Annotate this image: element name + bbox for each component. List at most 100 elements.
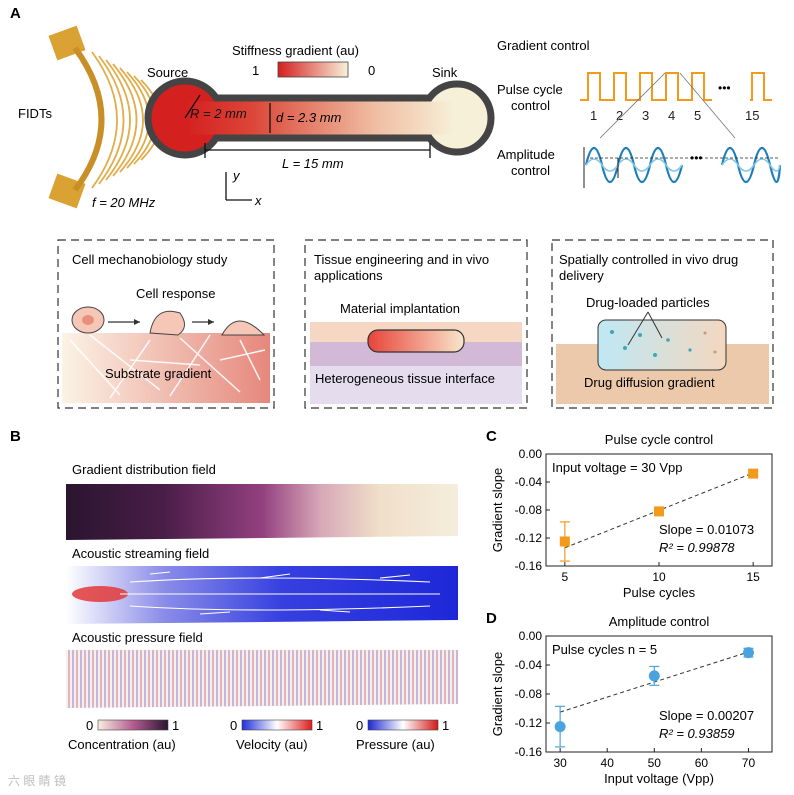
x-axis-label: Input voltage (Vpp) xyxy=(604,771,714,786)
box3-title-1: Spatially controlled in vivo drug xyxy=(559,252,738,267)
axis-y-label: y xyxy=(232,168,241,183)
streaming-field-map xyxy=(66,566,458,624)
y-tick-label: -0.08 xyxy=(515,503,543,517)
radius-label: R = 2 mm xyxy=(190,106,247,121)
panel-label-c: C xyxy=(486,428,497,445)
fidts-label: FIDTs xyxy=(18,106,52,121)
data-point xyxy=(742,647,754,659)
pulse-cycle-label-2: control xyxy=(511,98,550,113)
pulse-numbers: 1 2 3 4 5 15 xyxy=(590,108,759,123)
box1-substrate-gradient: Substrate gradient xyxy=(105,366,212,381)
gradient-field-title: Gradient distribution field xyxy=(72,462,216,477)
fidt-transducer xyxy=(48,25,162,209)
panel-label-a: A xyxy=(10,5,21,22)
x-tick-label: 40 xyxy=(601,756,615,770)
svg-text:Pressure (au): Pressure (au) xyxy=(356,737,435,752)
data-point xyxy=(748,468,759,479)
colorbar-velocity: 0 1 Velocity (au) xyxy=(230,718,323,752)
gradient-control-title: Gradient control xyxy=(497,38,590,53)
annotation-r2: R² = 0.99878 xyxy=(659,540,735,555)
svg-text:4: 4 xyxy=(668,108,675,123)
y-tick-label: -0.16 xyxy=(515,559,543,573)
svg-text:1: 1 xyxy=(172,718,179,733)
gradient-field-map xyxy=(66,484,458,540)
annotation-condition: Pulse cycles n = 5 xyxy=(552,642,657,657)
svg-text:1: 1 xyxy=(442,718,449,733)
pressure-field-map xyxy=(66,650,458,708)
box3-drug-particles: Drug-loaded particles xyxy=(586,295,710,310)
svg-text:15: 15 xyxy=(745,108,759,123)
length-label: L = 15 mm xyxy=(282,156,344,171)
axes-glyph xyxy=(225,172,252,201)
svg-text:0: 0 xyxy=(230,718,237,733)
box2-tissue-interface: Heterogeneous tissue interface xyxy=(315,371,495,386)
x-tick-label: 50 xyxy=(648,756,662,770)
annotation-slope: Slope = 0.00207 xyxy=(659,708,754,723)
amplitude-label-2: control xyxy=(511,163,550,178)
box1-cell-response: Cell response xyxy=(136,286,216,301)
radius-arrow xyxy=(184,94,201,119)
box2-material-implantation: Material implantation xyxy=(340,301,460,316)
x-tick-label: 60 xyxy=(695,756,709,770)
panel-label-b: B xyxy=(10,428,21,445)
y-tick-label: 0.00 xyxy=(519,629,543,643)
y-axis-label: Gradient slope xyxy=(490,468,505,553)
sink-label: Sink xyxy=(432,65,458,80)
panel-label-d: D xyxy=(486,610,497,627)
stiffness-title: Stiffness gradient (au) xyxy=(232,43,359,58)
pulse-cycle-label-1: Pulse cycle xyxy=(497,82,563,97)
pulse-train xyxy=(580,72,772,101)
chart-amplitude: Amplitude control0.00-0.04-0.08-0.12-0.1… xyxy=(490,614,773,786)
svg-text:0: 0 xyxy=(356,718,363,733)
y-tick-label: -0.08 xyxy=(515,687,543,701)
application-box-cell xyxy=(57,239,275,409)
microchannel xyxy=(144,77,495,159)
box3-diffusion-gradient: Drug diffusion gradient xyxy=(584,375,715,390)
y-tick-label: -0.12 xyxy=(515,531,543,545)
x-tick-label: 30 xyxy=(553,756,567,770)
svg-text:3: 3 xyxy=(642,108,649,123)
y-tick-label: 0.00 xyxy=(519,447,543,461)
box3-title-2: delivery xyxy=(559,268,604,283)
chart-title: Amplitude control xyxy=(609,614,710,629)
streaming-field-title: Acoustic streaming field xyxy=(72,546,209,561)
svg-text:0: 0 xyxy=(86,718,93,733)
x-axis-label: Pulse cycles xyxy=(623,585,696,600)
x-tick-label: 15 xyxy=(746,570,760,584)
svg-text:Velocity (au): Velocity (au) xyxy=(236,737,308,752)
amplitude-ellipsis: ••• xyxy=(690,151,703,165)
chart-pulse-cycle: Pulse cycle control0.00-0.04-0.08-0.12-0… xyxy=(490,432,773,600)
box2-title-2: applications xyxy=(314,268,383,283)
svg-text:1: 1 xyxy=(316,718,323,733)
box1-title: Cell mechanobiology study xyxy=(72,252,228,267)
x-tick-label: 10 xyxy=(652,570,666,584)
svg-text:2: 2 xyxy=(616,108,623,123)
pulse-ellipsis: ••• xyxy=(718,81,731,95)
colorbar-concentration: 0 1 Concentration (au) xyxy=(68,718,179,752)
x-tick-label: 70 xyxy=(742,756,756,770)
chart-title: Pulse cycle control xyxy=(605,432,713,447)
watermark: 六 眼 睛 镜 xyxy=(8,773,66,788)
data-point xyxy=(559,536,570,547)
amplitude-label-1: Amplitude xyxy=(497,147,555,162)
y-axis-label: Gradient slope xyxy=(490,652,505,737)
frequency-label: f = 20 MHz xyxy=(92,195,156,210)
annotation-r2: R² = 0.93859 xyxy=(659,726,735,741)
application-box-tissue xyxy=(304,239,528,409)
zoom-lines xyxy=(599,72,736,139)
x-tick-label: 5 xyxy=(561,570,568,584)
annotation-condition: Input voltage = 30 Vpp xyxy=(552,460,682,475)
data-point xyxy=(654,506,664,517)
stiffness-min: 0 xyxy=(368,63,375,78)
data-point xyxy=(554,721,566,733)
colorbar-pressure: 0 1 Pressure (au) xyxy=(356,718,449,752)
pressure-field-title: Acoustic pressure field xyxy=(72,630,203,645)
box2-title-1: Tissue engineering and in vivo xyxy=(314,252,489,267)
source-label: Source xyxy=(147,65,188,80)
y-tick-label: -0.16 xyxy=(515,745,543,759)
svg-text:5: 5 xyxy=(694,108,701,123)
data-point xyxy=(648,670,660,682)
svg-text:Concentration (au): Concentration (au) xyxy=(68,737,176,752)
y-tick-label: -0.04 xyxy=(515,658,543,672)
